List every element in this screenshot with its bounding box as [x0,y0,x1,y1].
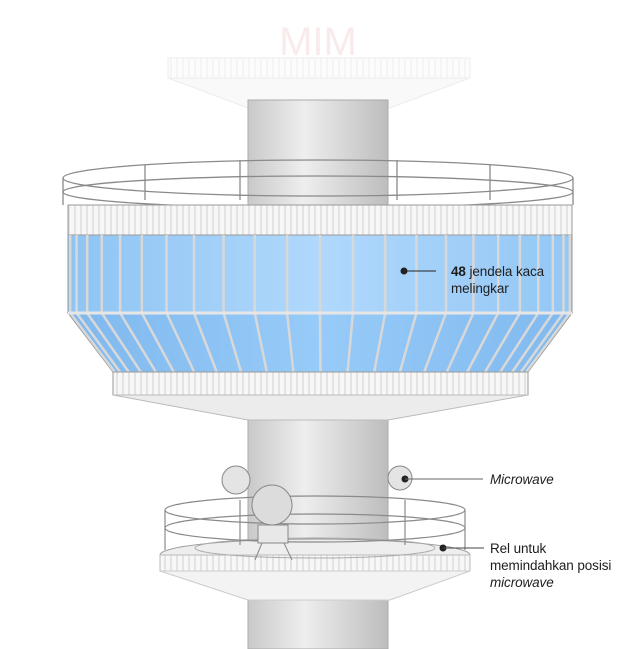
window-mullion [346,312,355,373]
window-mullion [398,312,418,373]
window-mullion [222,312,243,373]
window-mullion [466,312,500,373]
glass-windows [66,234,573,373]
rail-annotation: Rel untuk memindahkan posisi microwave [490,540,611,591]
window-mullion [75,312,122,373]
rail-text-1: Rel untuk [490,541,547,556]
window-mullion [423,312,448,373]
windows-annotation: 48 jendela kaca melingkar [451,263,544,297]
microwave-dish-icon [387,465,413,491]
lower-cone [112,394,529,421]
window-mullion [253,312,269,373]
window-mullion [119,312,157,373]
window-mullion [86,312,130,373]
windows-count: 48 [451,264,466,279]
microwave-dishes [221,465,413,561]
window-mullion [285,312,295,373]
windows-text-1: jendela kaca [469,264,545,279]
window-mullion [445,312,475,373]
window-mullion [372,312,387,373]
lower-band [112,371,529,396]
upper-cap-faded: MIM [167,20,471,109]
window-mullion [511,312,554,373]
microwave-platform [159,495,471,601]
window-mullion [140,312,175,373]
window-mullion [69,312,116,373]
annotation-leaders [400,267,484,552]
window-mullion [499,312,540,373]
upper-band [67,204,573,236]
microwave-dish-icon [251,484,293,526]
window-mullion [519,312,565,373]
microwave-dish-icon [221,465,251,495]
microwave-annotation: Microwave [490,472,554,487]
window-mullion [165,312,196,373]
window-mullion [318,312,322,373]
window-mullion [192,312,218,373]
logo-mim: MIM [279,20,357,64]
window-mullion [100,312,142,373]
windows-text-2: melingkar [451,281,509,296]
rail-text-3: microwave [490,575,554,590]
window-mullion [525,312,571,373]
window-mullion [484,312,522,373]
rail-text-2: memindahkan posisi [490,558,612,573]
